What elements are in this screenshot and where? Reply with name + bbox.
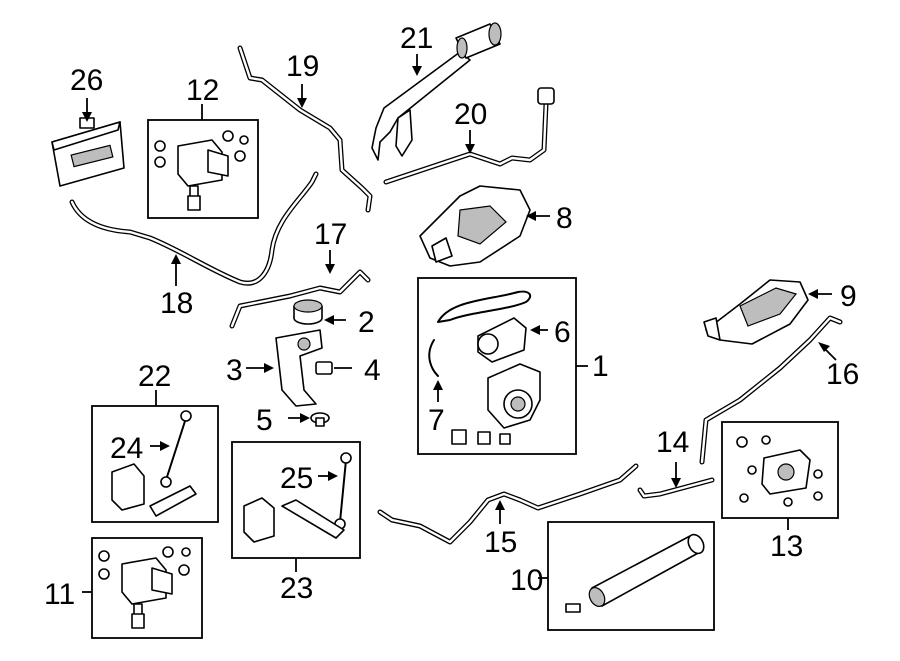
part-2-mount (293, 299, 323, 325)
part-9-shield (703, 279, 809, 345)
part-17-line (229, 269, 371, 329)
part-22-sensor (111, 410, 197, 517)
part-13-valve (736, 435, 823, 507)
callout-13: 13 (770, 530, 803, 563)
part-4-bolt (315, 361, 333, 375)
part-11-box (91, 537, 203, 639)
part-11-sensor (98, 546, 191, 629)
callout-25: 25 (280, 462, 313, 495)
part-12-sensor (154, 130, 249, 211)
callout-26: 26 (70, 64, 103, 97)
callout-18: 18 (160, 287, 193, 320)
part-20-line (383, 87, 555, 185)
part-10-tank (565, 533, 705, 613)
callout-6: 6 (554, 316, 571, 349)
callout-8: 8 (556, 202, 573, 235)
callout-19: 19 (286, 50, 319, 83)
callout-12: 12 (186, 74, 219, 107)
callout-17: 17 (314, 218, 347, 251)
part-1-compressor (428, 290, 541, 445)
part-16-line (699, 315, 843, 465)
part-15-line (377, 463, 639, 545)
callout-2: 2 (358, 306, 375, 339)
part-10-box (547, 521, 715, 631)
callout-16: 16 (826, 358, 859, 391)
part-18-line (69, 171, 319, 286)
callout-23: 23 (280, 572, 313, 605)
callout-9: 9 (840, 280, 857, 313)
callout-3: 3 (226, 354, 243, 387)
callout-14: 14 (656, 426, 689, 459)
callout-22: 22 (138, 360, 171, 393)
callout-10: 10 (510, 564, 543, 597)
callout-21: 21 (400, 22, 433, 55)
callout-11: 11 (44, 578, 75, 611)
part-8-cover (419, 185, 531, 267)
callout-4: 4 (364, 354, 381, 387)
callout-7: 7 (428, 404, 445, 437)
callout-5: 5 (256, 404, 273, 437)
part-14-hose (637, 477, 715, 499)
part-21-bracket (371, 22, 502, 161)
part-12-box (147, 119, 259, 219)
part-3-bracket (275, 329, 323, 407)
callout-20: 20 (454, 98, 487, 131)
part-5-nut (310, 412, 330, 427)
part-22-box (91, 405, 219, 523)
part-26-module (51, 117, 125, 187)
callout-24: 24 (110, 432, 143, 465)
callout-1: 1 (592, 350, 609, 383)
part-23-sensor (243, 452, 352, 543)
part-13-box (721, 421, 839, 519)
part-19-line (237, 45, 373, 213)
callout-15: 15 (484, 526, 517, 559)
